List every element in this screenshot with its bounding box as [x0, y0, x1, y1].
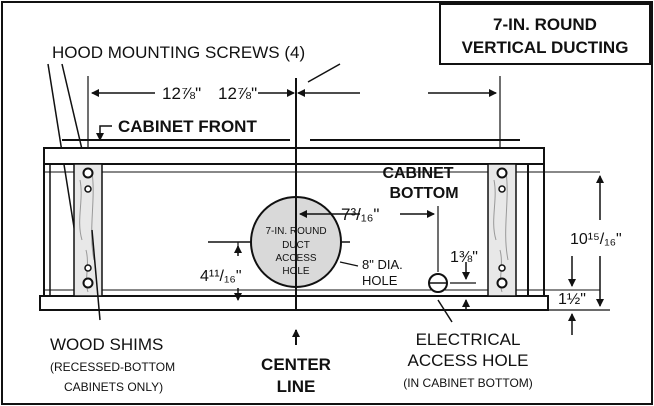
wood-shim-left [73, 163, 103, 297]
duct-height-value: 4¹¹/₁₆" [200, 268, 242, 285]
title-line-2: VERTICAL DUCTING [462, 38, 629, 57]
shims-note-1: (RECESSED-BOTTOM [50, 360, 175, 374]
cabinet-bottom-label-1: CABINET [382, 165, 453, 182]
screw-leader-3 [307, 63, 341, 83]
center-label-1: CENTER [261, 355, 331, 374]
dia-leader [339, 261, 359, 267]
width-right-value: 12⅞" [218, 84, 257, 103]
screw-icon [82, 167, 508, 289]
width-dimension: 12⅞" 12⅞" [87, 76, 501, 168]
cabinet-bottom-label-2: BOTTOM [389, 185, 458, 202]
dia-label-1: 8" DIA. [362, 257, 403, 272]
electrical-note: (IN CABINET BOTTOM) [403, 376, 533, 390]
shims-leader [91, 229, 101, 321]
electrical-label-1: ELECTRICAL [416, 330, 521, 349]
electrical-leader [437, 299, 453, 323]
electrical-offset-dimension: 1⅜" [450, 249, 478, 310]
hood-screws-label: HOOD MOUNTING SCREWS (4) [52, 43, 305, 62]
dia-label-2: HOLE [362, 273, 398, 288]
rear-offset-value: 1½" [558, 291, 586, 308]
wood-shims-label: WOOD SHIMS [50, 335, 163, 354]
depth-dimension: 10¹⁵/₁₆" [544, 175, 622, 311]
shims-note-2: CABINETS ONLY) [64, 380, 163, 394]
width-left-value: 12⅞" [162, 84, 201, 103]
electrical-offset-value: 1⅜" [450, 249, 478, 266]
cabinet-front-arrow [96, 125, 112, 141]
duct-to-electrical-value: 7³/₁₆" [341, 205, 379, 224]
cabinet-front-label: CABINET FRONT [118, 117, 257, 136]
title-box: 7-IN. ROUND VERTICAL DUCTING [439, 3, 651, 65]
electrical-access-hole [428, 273, 448, 293]
cabinet-outline [39, 139, 600, 311]
center-label-2: LINE [277, 377, 316, 396]
title-line-1: 7-IN. ROUND [493, 15, 597, 34]
duct-to-electrical-dimension: 7³/₁₆" [299, 205, 439, 272]
rear-offset-dimension: 1½" [558, 256, 586, 335]
wood-shim-right [487, 163, 517, 297]
duct-height-dimension: 4¹¹/₁₆" [200, 242, 242, 301]
electrical-label-2: ACCESS HOLE [408, 351, 529, 370]
depth-value: 10¹⁵/₁₆" [570, 231, 622, 248]
